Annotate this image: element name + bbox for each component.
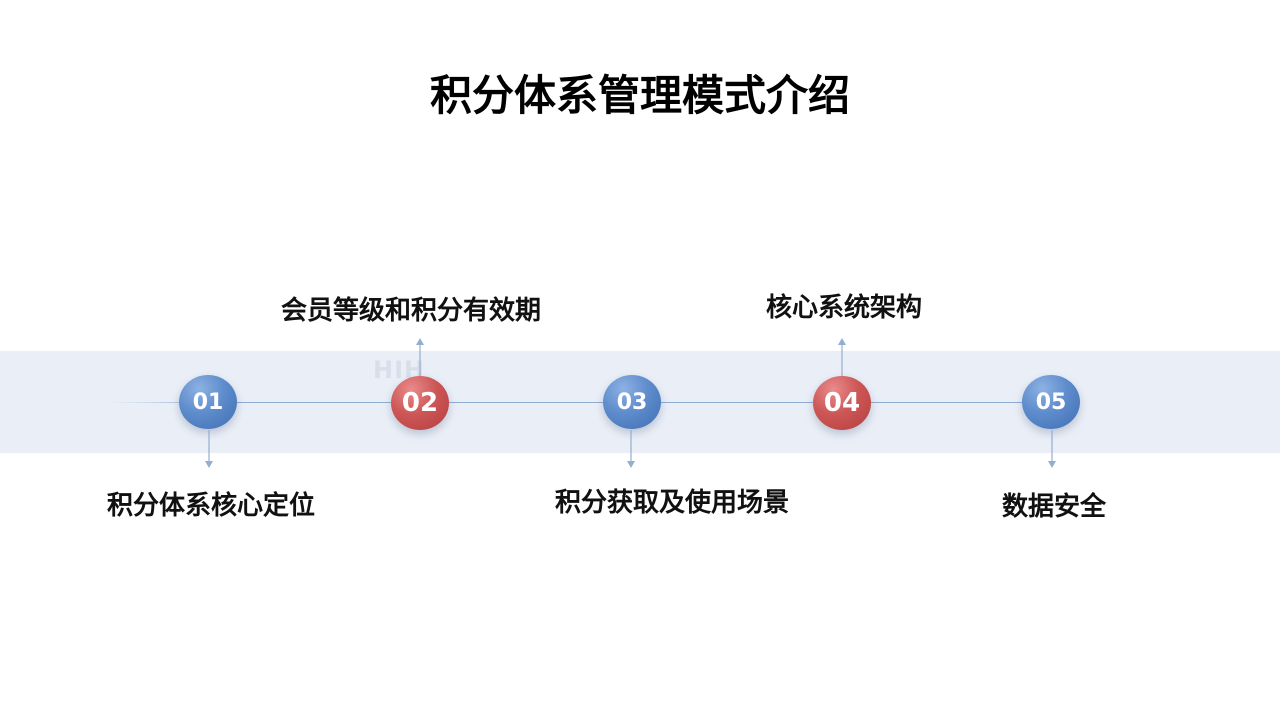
step-label-05: 数据安全	[1002, 492, 1107, 522]
step-node-02: 02	[391, 376, 449, 430]
step-node-01: 01	[179, 375, 237, 429]
arrow-up-icon	[416, 338, 424, 376]
step-node-05: 05	[1022, 375, 1080, 429]
arrow-down-icon	[1048, 430, 1056, 468]
step-label-03: 积分获取及使用场景	[555, 488, 790, 518]
step-label-02: 会员等级和积分有效期	[281, 296, 542, 326]
timeline-line	[110, 402, 1060, 403]
arrow-down-icon	[205, 430, 213, 468]
step-node-03: 03	[603, 375, 661, 429]
arrow-down-icon	[627, 430, 635, 468]
step-label-01: 积分体系核心定位	[107, 491, 316, 521]
step-node-04: 04	[813, 376, 871, 430]
arrow-up-icon	[838, 338, 846, 376]
page-title: 积分体系管理模式介绍	[429, 71, 850, 120]
step-label-04: 核心系统架构	[766, 293, 923, 323]
